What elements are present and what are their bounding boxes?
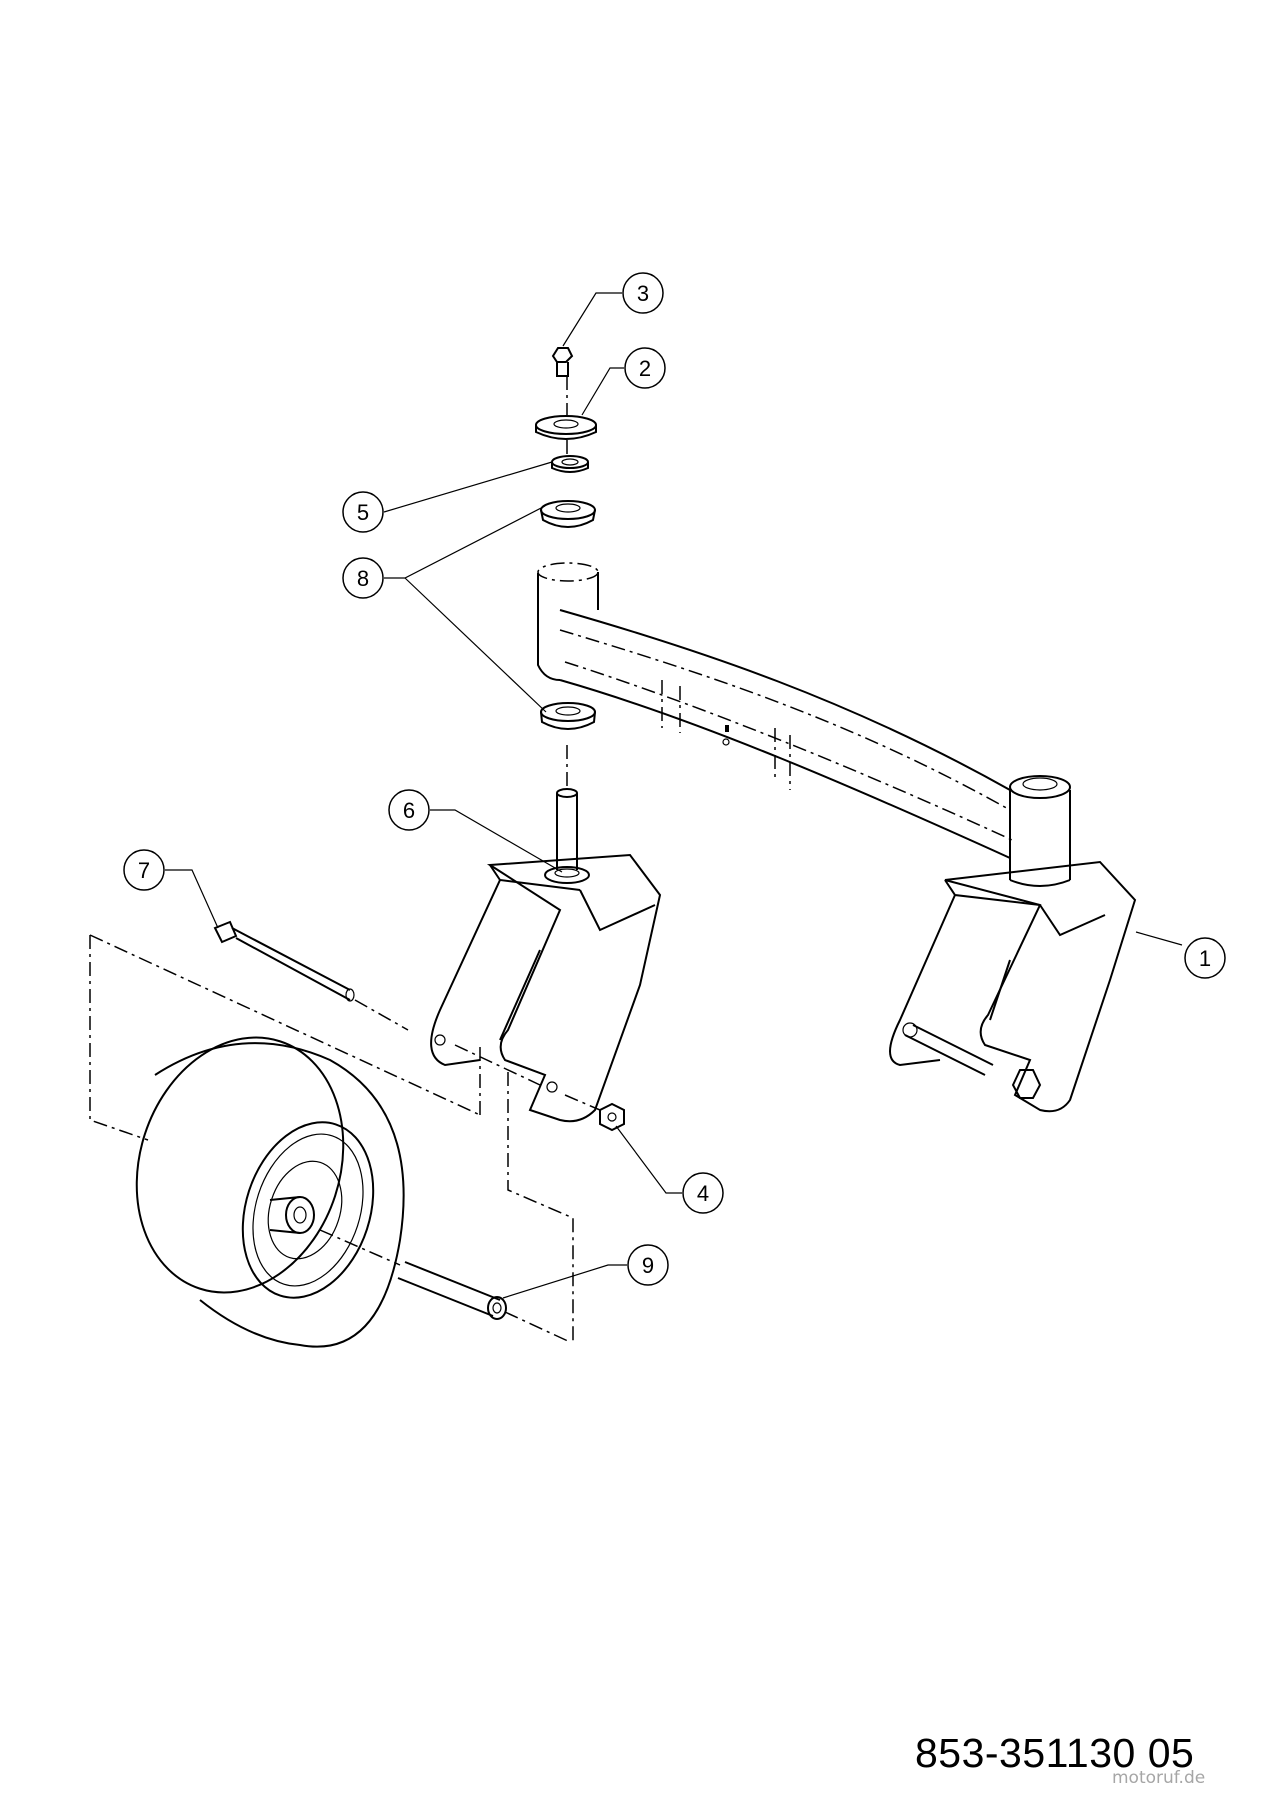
right-caster-fork	[889, 860, 1137, 1113]
pivot-hardware	[535, 347, 597, 790]
watermark-logo: motoruf.de	[1112, 1768, 1206, 1788]
callout-2-label: 2	[639, 356, 651, 381]
callouts: 1 2 3 4 5 8 6 7 9	[123, 272, 1226, 1299]
callout-8-label: 8	[357, 566, 369, 591]
callout-3-circle	[622, 272, 664, 314]
callout-4-label: 4	[697, 1181, 709, 1206]
callout-5-label: 5	[357, 500, 369, 525]
callout-7-circle	[123, 849, 165, 891]
callout-9-circle	[627, 1244, 669, 1286]
callout-8-circle	[342, 557, 384, 599]
callout-3-label: 3	[637, 281, 649, 306]
callout-6-label: 6	[403, 798, 415, 823]
callout-1-circle	[1184, 937, 1226, 979]
axle-bolt-and-nut	[213, 920, 625, 1132]
callout-1-label: 1	[1199, 946, 1211, 971]
callout-9-label: 9	[642, 1253, 654, 1278]
assembly-outline	[89, 934, 574, 1345]
callout-6-circle	[388, 789, 430, 831]
axle-beam	[537, 562, 1071, 887]
left-caster-fork	[430, 788, 662, 1123]
callout-2-circle	[624, 347, 666, 389]
callout-4-circle	[682, 1172, 724, 1214]
callout-5-circle	[342, 491, 384, 533]
callout-7-label: 7	[138, 858, 150, 883]
diagram-part-number: 853-351130 05	[915, 1730, 1195, 1776]
wheel-assembly	[135, 1036, 571, 1348]
